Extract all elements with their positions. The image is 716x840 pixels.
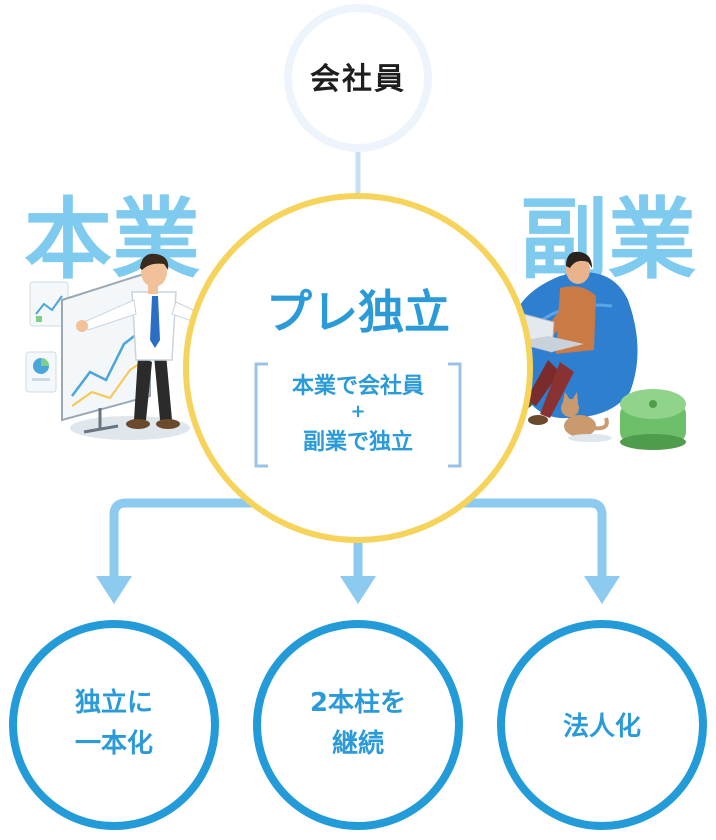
branch-arrows bbox=[96, 498, 620, 604]
outcome-node-2-line-2: 継続 bbox=[332, 728, 384, 759]
presenter-person-icon bbox=[76, 253, 218, 429]
floating-chart-card-icon bbox=[29, 281, 69, 327]
outcome-node-2-line-1: 2本柱を bbox=[310, 688, 406, 718]
outcome-node-1-ring bbox=[9, 620, 219, 830]
outcome-node-2-ring bbox=[253, 620, 463, 830]
center-node: プレ独立 本業で会社員 + 副業で独立 bbox=[183, 193, 533, 543]
outcome-node-2: 2本柱を 継続 bbox=[253, 620, 463, 830]
center-node-ring bbox=[183, 193, 533, 543]
center-node-title: プレ独立 bbox=[266, 285, 450, 339]
outcome-node-1-line-1: 独立に bbox=[75, 687, 153, 718]
outcome-node-3: 法人化 bbox=[497, 620, 707, 830]
top-node-ring bbox=[284, 4, 432, 152]
arrow-left bbox=[109, 498, 252, 580]
bracket-left bbox=[254, 362, 268, 468]
outcome-node-1-line-2: 一本化 bbox=[75, 729, 153, 759]
outcome-node-3-line-1: 法人化 bbox=[563, 712, 641, 742]
bracket-right bbox=[448, 362, 462, 468]
floating-pie-card-icon bbox=[25, 351, 57, 393]
right-label: 副業 bbox=[520, 188, 696, 291]
left-label: 本業 bbox=[24, 188, 200, 291]
arrow-center-head bbox=[340, 576, 376, 604]
arrow-right bbox=[464, 498, 607, 580]
top-node-label: 会社員 bbox=[310, 62, 406, 97]
outcome-node-1: 独立に 一本化 bbox=[9, 620, 219, 830]
center-sub-line-2: + bbox=[350, 401, 365, 422]
outcome-node-3-ring bbox=[497, 620, 707, 830]
center-sub-line-3: 副業で独立 bbox=[303, 429, 413, 455]
top-node: 会社員 bbox=[284, 4, 432, 152]
presenter-illustration bbox=[25, 253, 218, 440]
center-sub-line-1: 本業で会社員 bbox=[292, 373, 424, 399]
arrow-right-head bbox=[584, 576, 620, 604]
arrow-left-head bbox=[96, 576, 132, 604]
remote-worker-illustration bbox=[510, 251, 686, 450]
pouf-icon bbox=[620, 389, 686, 450]
cat-icon bbox=[561, 392, 612, 442]
